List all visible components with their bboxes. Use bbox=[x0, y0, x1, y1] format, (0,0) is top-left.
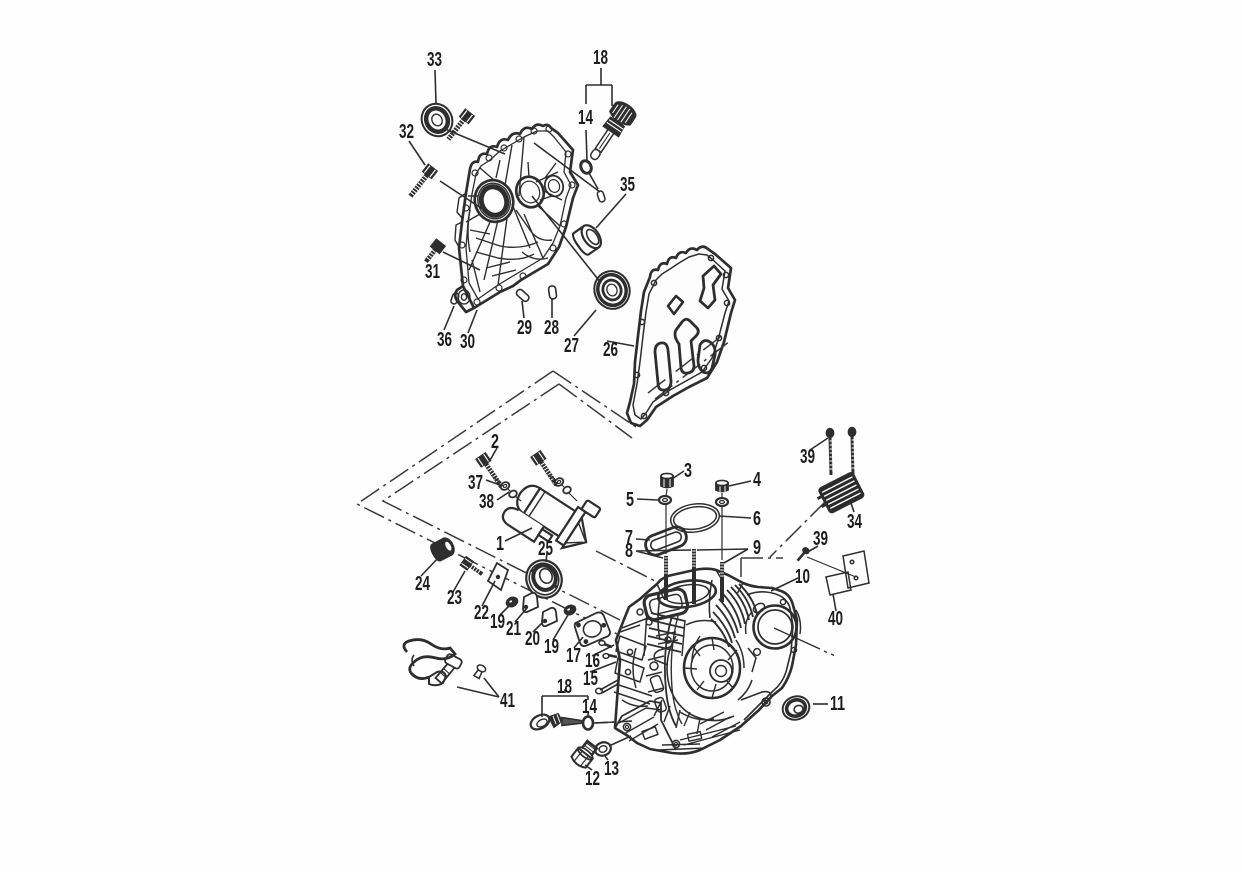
svg-text:35: 35 bbox=[620, 174, 635, 196]
svg-text:38: 38 bbox=[479, 491, 494, 513]
svg-text:5: 5 bbox=[626, 489, 634, 511]
svg-text:28: 28 bbox=[544, 317, 559, 339]
svg-text:19: 19 bbox=[490, 611, 505, 633]
svg-text:40: 40 bbox=[828, 608, 843, 630]
svg-text:29: 29 bbox=[517, 317, 532, 339]
svg-text:17: 17 bbox=[566, 645, 581, 667]
svg-text:3: 3 bbox=[684, 460, 692, 482]
svg-text:21: 21 bbox=[506, 618, 521, 640]
svg-text:23: 23 bbox=[447, 587, 462, 609]
svg-text:10: 10 bbox=[795, 566, 810, 588]
svg-text:26: 26 bbox=[603, 339, 618, 361]
svg-text:18: 18 bbox=[593, 47, 608, 69]
svg-text:22: 22 bbox=[474, 602, 489, 624]
svg-text:24: 24 bbox=[415, 573, 431, 595]
svg-text:36: 36 bbox=[437, 329, 452, 351]
svg-text:9: 9 bbox=[753, 537, 761, 559]
svg-text:27: 27 bbox=[564, 335, 579, 357]
svg-text:15: 15 bbox=[583, 668, 598, 690]
svg-text:39: 39 bbox=[813, 528, 828, 550]
svg-text:12: 12 bbox=[585, 768, 600, 790]
svg-text:25: 25 bbox=[538, 538, 553, 560]
svg-text:30: 30 bbox=[460, 331, 475, 353]
svg-text:39: 39 bbox=[800, 446, 815, 468]
svg-text:4: 4 bbox=[753, 469, 762, 491]
svg-text:11: 11 bbox=[830, 693, 845, 715]
svg-text:7: 7 bbox=[625, 527, 633, 549]
svg-text:19: 19 bbox=[544, 636, 559, 658]
svg-text:37: 37 bbox=[468, 472, 483, 494]
svg-text:1: 1 bbox=[496, 533, 504, 555]
svg-text:33: 33 bbox=[427, 49, 442, 71]
svg-text:6: 6 bbox=[753, 508, 761, 530]
svg-text:34: 34 bbox=[847, 511, 863, 533]
svg-text:14: 14 bbox=[578, 107, 594, 129]
svg-text:41: 41 bbox=[500, 690, 515, 712]
svg-text:31: 31 bbox=[425, 261, 440, 283]
svg-text:2: 2 bbox=[491, 431, 499, 453]
svg-text:8: 8 bbox=[625, 540, 633, 562]
svg-text:14: 14 bbox=[582, 696, 598, 718]
svg-text:20: 20 bbox=[525, 628, 540, 650]
svg-text:16: 16 bbox=[585, 650, 600, 672]
svg-text:18: 18 bbox=[557, 676, 572, 698]
svg-text:32: 32 bbox=[399, 121, 414, 143]
svg-text:13: 13 bbox=[604, 758, 619, 780]
